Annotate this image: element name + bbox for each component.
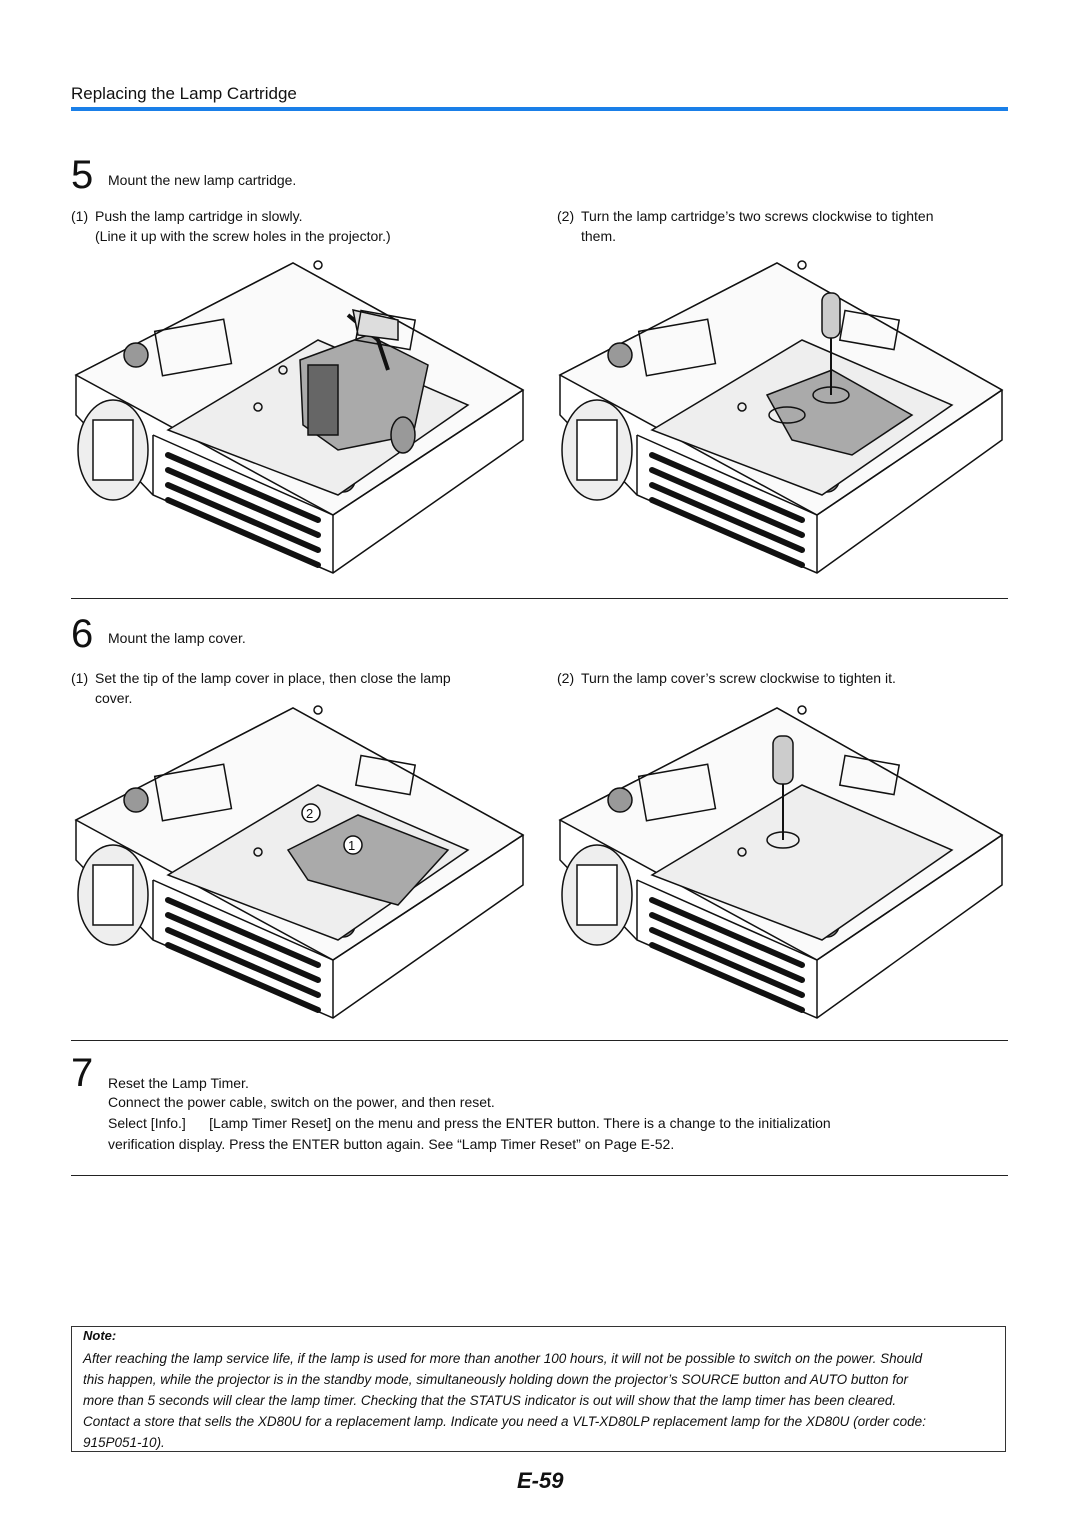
substep-text: Push the lamp cartridge in slowly. [95,208,303,224]
substep-text: Turn the lamp cartridge’s two screws clo… [581,208,934,224]
note-line: more than 5 seconds will clear the lamp … [83,1393,897,1408]
step-5-substep-1: (1) Push the lamp cartridge in slowly. (L… [71,206,531,246]
step-6-substep-1: (1) Set the tip of the lamp cover in plac… [71,668,541,708]
substep-number: (1) [71,670,89,686]
substep-number: (2) [557,670,575,686]
substep-text: (Line it up with the screw holes in the … [95,228,391,244]
step-6-number: 6 [71,612,94,656]
projector-lamp-insert-illustration [74,260,525,574]
step-7-number: 7 [71,1051,94,1095]
projector-screw-tighten-illustration [558,260,1004,574]
step-6-title: Mount the lamp cover. [108,630,246,646]
section-divider [71,1040,1008,1041]
step-5-substep-2: (2) Turn the lamp cartridge’s two screws … [557,206,1012,246]
page-number: E-59 [517,1468,564,1493]
section-divider [71,1175,1008,1176]
substep-text: Set the tip of the lamp cover in place, … [95,670,451,686]
step-5-number: 5 [71,153,94,197]
step-7-instructions: Connect the power cable, switch on the p… [108,1092,1013,1155]
substep-number: (2) [557,208,575,224]
note-line: After reaching the lamp service life, if… [83,1351,923,1366]
projector-cover-screw-illustration [558,705,1004,1019]
note-line: 915P051-10). [83,1435,165,1450]
callout-2: 2 [306,806,313,821]
step-5-title: Mount the new lamp cartridge. [108,172,297,188]
substep-number: (1) [71,208,89,224]
section-title: Replacing the Lamp Cartridge [71,84,297,103]
step-6-substep-2: (2) Turn the lamp cover’s screw clockwise… [557,668,1012,688]
substep-text: them. [581,228,617,244]
substep-text: Turn the lamp cover’s screw clockwise to… [581,670,896,686]
note-line: this happen, while the projector is in t… [83,1372,908,1387]
section-divider [71,598,1008,599]
note-text: After reaching the lamp service life, if… [83,1348,1003,1453]
substep-text: cover. [95,690,133,706]
step-7-line-3: verification display. Press the ENTER bu… [108,1136,675,1152]
title-rule [71,107,1008,111]
note-box [71,1326,1006,1452]
note-label: Note: [83,1328,117,1343]
step-7-line-2: Select [Info.] [Lamp Timer Reset] on the… [108,1115,831,1131]
step-7-line-1: Connect the power cable, switch on the p… [108,1094,495,1110]
step-7-title: Reset the Lamp Timer. [108,1075,249,1091]
projector-lamp-cover-illustration: 2 1 [74,705,525,1019]
note-line: Contact a store that sells the XD80U for… [83,1414,926,1429]
callout-1: 1 [348,838,355,853]
